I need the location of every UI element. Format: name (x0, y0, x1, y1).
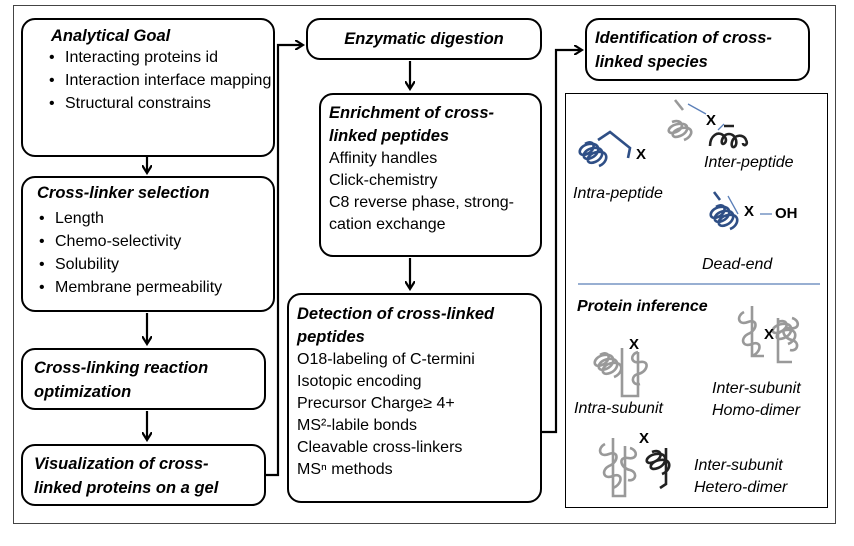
detection-title: Detection of cross-linked peptides (297, 305, 495, 346)
list-item: Interaction interface mapping (49, 69, 273, 92)
homo-dimer-x-mark: X (764, 326, 775, 343)
hetero-dimer-x-mark: X (639, 430, 650, 447)
analytical-goal-box: Analytical Goal Interacting proteins id … (21, 18, 275, 157)
cross-linker-selection-box: Cross-linker selection Length Chemo-sele… (21, 176, 275, 312)
enrichment-title: Enrichment of cross-linked peptides (329, 104, 495, 145)
analytical-goal-title: Analytical Goal (51, 27, 171, 45)
intra-subunit-x-mark: X (629, 336, 640, 353)
inter-peptide-label: Inter-peptide (704, 154, 794, 171)
connector-visualization-to-digestion (266, 45, 302, 477)
hetero-dimer-helix-icon (598, 438, 671, 498)
enrichment-item: C8 reverse phase, strong-cation exchange (329, 194, 514, 233)
species-panel (565, 93, 828, 508)
hetero-dimer-label-line1: Inter-subunit (694, 457, 783, 474)
detection-item: O18-labeling of C-termini (297, 351, 475, 368)
reaction-optimization-box: Cross-linking reaction optimization (21, 348, 266, 410)
intra-peptide-helix-icon (578, 130, 632, 168)
list-item: Chemo-selectivity (39, 230, 273, 253)
identification-title: Identification of cross-linked species (595, 29, 772, 71)
intra-peptide-label: Intra-peptide (573, 185, 663, 202)
inter-peptide-helix-icon (667, 99, 749, 149)
inter-peptide-x-mark: X (706, 112, 717, 129)
figure-frame (13, 5, 836, 524)
identification-box: Identification of cross-linked species (585, 18, 810, 81)
list-item: Interacting proteins id (49, 46, 273, 69)
dead-end-helix-icon (709, 191, 772, 231)
homo-dimer-helix-icon (737, 306, 800, 364)
detection-item: Precursor Charge≥ 4+ (297, 395, 455, 412)
enzymatic-digestion-box: Enzymatic digestion (306, 18, 542, 60)
enzymatic-digestion-title: Enzymatic digestion (344, 30, 504, 48)
detection-item: MSⁿ methods (297, 461, 393, 478)
enrichment-item: Click-chemistry (329, 172, 438, 189)
gel-visualization-box: Visualization of cross-linked proteins o… (21, 444, 266, 506)
list-item: Membrane permeability (39, 276, 273, 299)
intra-subunit-helix-icon (593, 348, 648, 398)
list-item: Solubility (39, 253, 273, 276)
cross-linker-selection-list: Length Chemo-selectivity Solubility Memb… (37, 207, 273, 299)
gel-visualization-title: Visualization of cross-linked proteins o… (34, 455, 219, 497)
list-item: Structural constrains (49, 92, 273, 115)
detection-item: Isotopic encoding (297, 373, 422, 390)
dead-end-label: Dead-end (702, 256, 773, 273)
cross-linker-selection-title: Cross-linker selection (37, 184, 210, 202)
analytical-goal-list: Interacting proteins id Interaction inte… (37, 46, 273, 115)
homo-dimer-label-line1: Inter-subunit (712, 380, 801, 397)
intra-peptide-x-mark: X (636, 146, 647, 163)
protein-inference-title: Protein inference (577, 298, 708, 315)
intra-subunit-label: Intra-subunit (574, 400, 663, 417)
detection-item: MS²-labile bonds (297, 417, 418, 434)
homo-dimer-label-line2: Homo-dimer (712, 402, 801, 419)
list-item: Length (39, 207, 273, 230)
enrichment-item: Affinity handles (329, 150, 438, 167)
dead-end-oh-label: OH (775, 205, 798, 222)
connector-detection-to-identification (542, 50, 581, 434)
detection-item: Cleavable cross-linkers (297, 439, 463, 456)
dead-end-x-mark: X (744, 203, 755, 220)
reaction-optimization-title: Cross-linking reaction optimization (34, 359, 209, 401)
detection-box: Detection of cross-linked peptides O18-l… (287, 293, 542, 503)
hetero-dimer-label-line2: Hetero-dimer (694, 479, 788, 496)
enrichment-box: Enrichment of cross-linked peptides Affi… (319, 93, 542, 257)
